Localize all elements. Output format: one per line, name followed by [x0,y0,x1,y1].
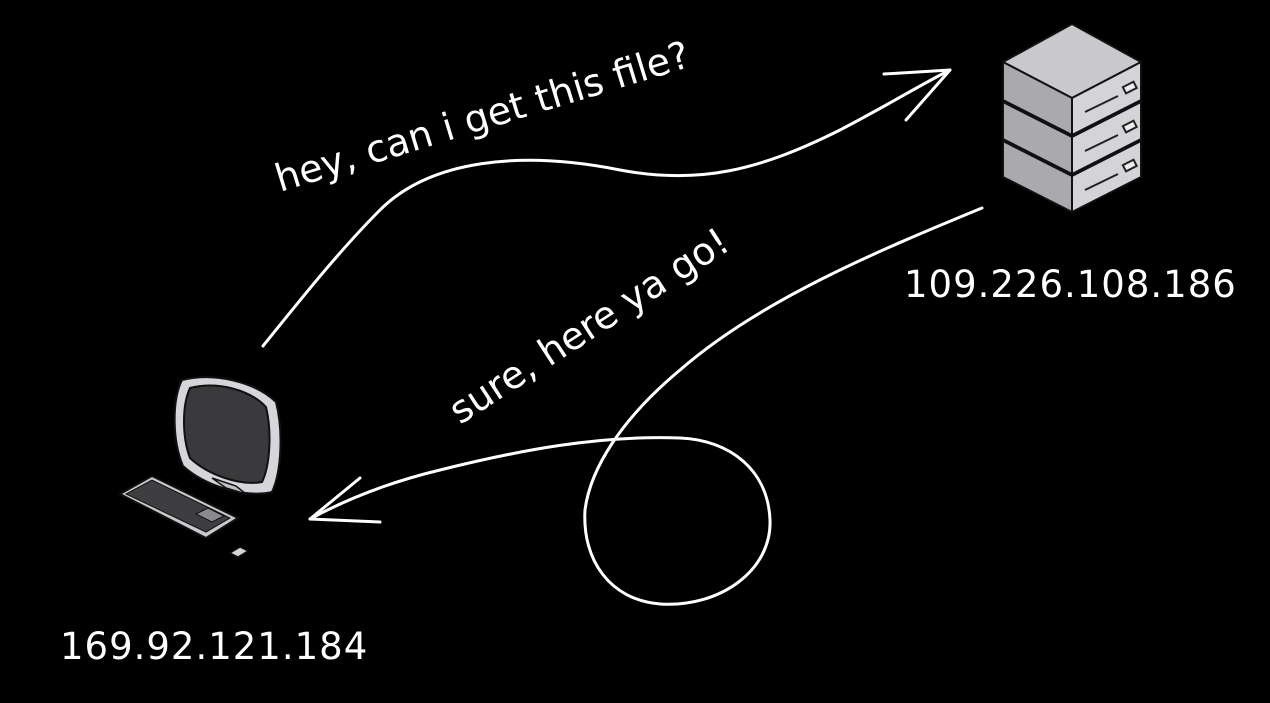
server-ip-label: 109.226.108.186 [904,263,1237,306]
client-ip-label: 169.92.121.184 [60,625,368,668]
response-arrow [308,206,984,606]
server-rack-icon [1000,22,1144,214]
response-message: sure, here ya go! [441,219,737,433]
request-arrow [261,68,952,348]
desktop-computer-icon [117,376,282,558]
request-message: hey, can i get this file? [270,33,695,201]
